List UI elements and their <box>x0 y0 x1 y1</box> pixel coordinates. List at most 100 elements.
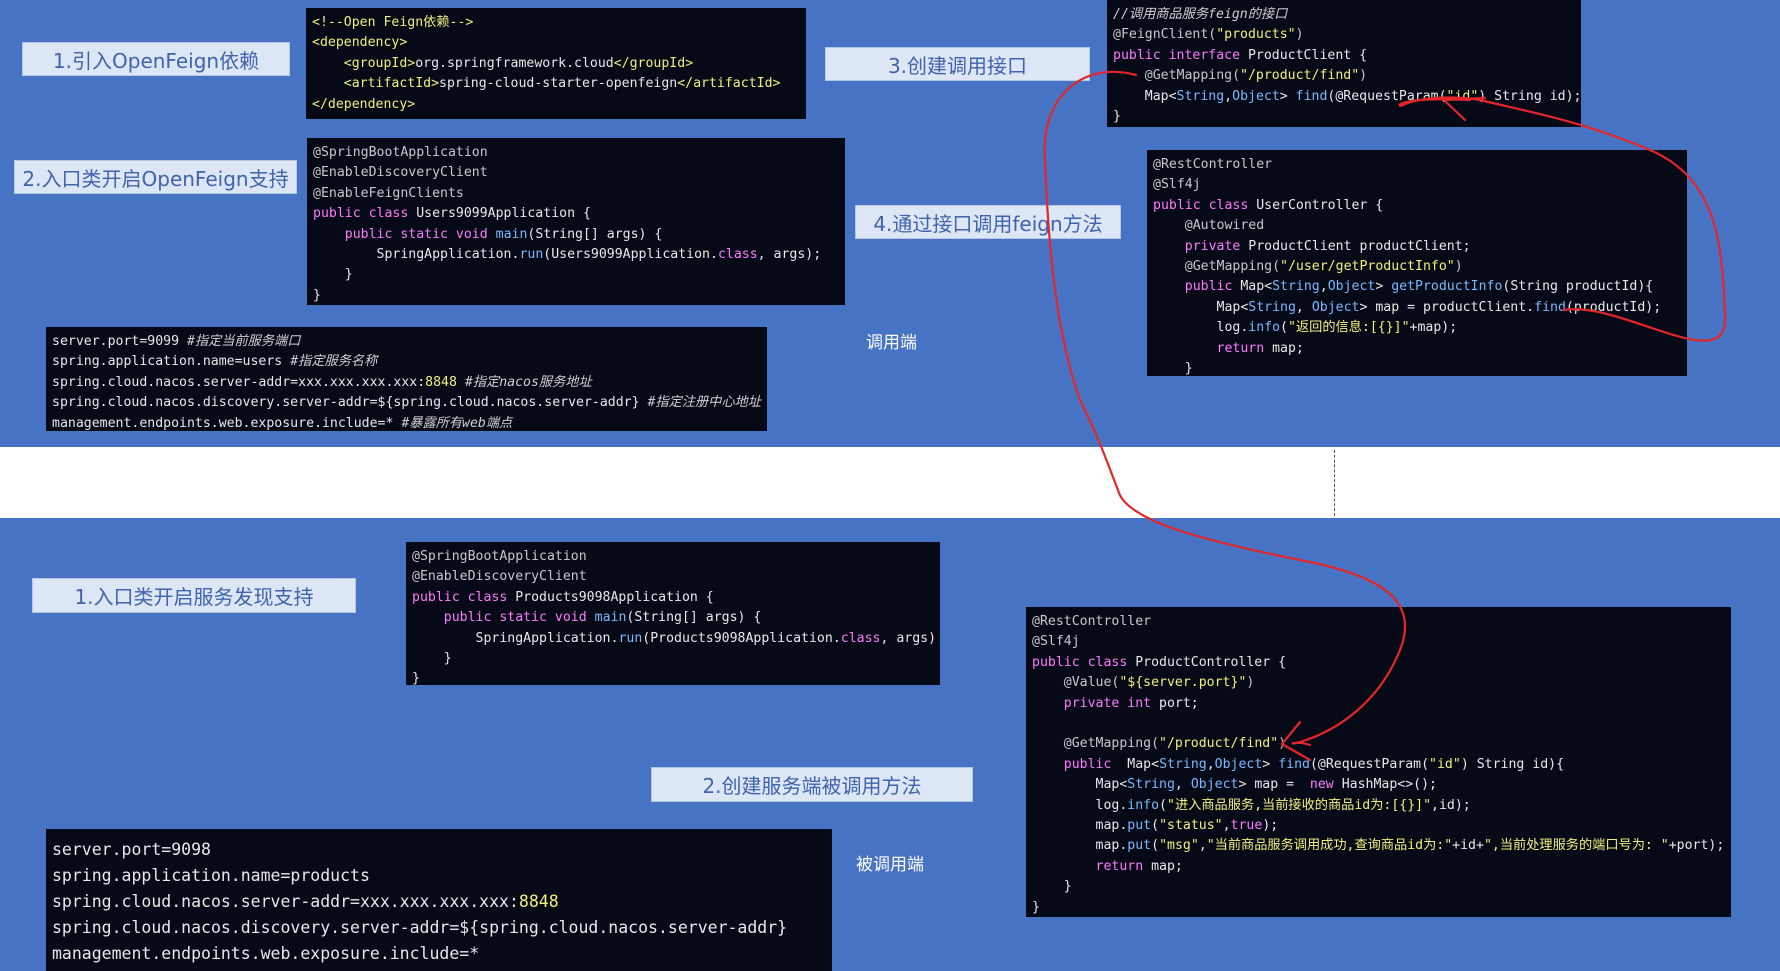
code-token: Object <box>1190 777 1239 793</box>
code-token: +id+ <box>1452 838 1484 854</box>
code-token: , <box>1222 818 1231 834</box>
code-token: class <box>840 630 881 646</box>
code-token <box>313 227 345 242</box>
code-token: map. <box>1032 838 1128 854</box>
code-token: "/product/find" <box>1159 736 1279 752</box>
code-token <box>457 375 465 390</box>
code-token: log. <box>1153 320 1249 336</box>
code-line: spring.cloud.nacos.server-addr=xxx.xxx.x… <box>52 373 761 393</box>
code-token: "返回的信息:[{}]" <box>1288 320 1410 336</box>
code-token: , <box>1224 88 1233 104</box>
code-token: find <box>1295 88 1328 104</box>
code-token: //调用商品服务feign的接口 <box>1113 7 1288 22</box>
feign-dependency-code: <!--Open Feign依赖--><dependency> <groupId… <box>306 8 806 119</box>
code-token: #指定服务名称 <box>290 354 378 370</box>
code-token: new <box>1309 777 1342 793</box>
code-token <box>312 76 344 91</box>
code-line: <dependency> <box>312 33 800 53</box>
code-token: String <box>1176 88 1225 104</box>
code-line: private int port; <box>1032 694 1725 714</box>
code-token: @SpringBootApplication <box>412 549 587 564</box>
code-token: public class <box>1153 197 1257 213</box>
code-token <box>1032 757 1064 772</box>
code-token: private int <box>1063 695 1160 711</box>
code-token: spring.application.name=users <box>52 354 291 370</box>
code-line: @Autowired <box>1153 216 1681 236</box>
code-token: Products9098Application { <box>515 589 714 605</box>
code-token: log. <box>1032 797 1128 813</box>
code-token: Object <box>1232 88 1280 104</box>
code-line: SpringApplication.run(Users9099Applicati… <box>313 245 839 265</box>
code-token: } <box>313 287 321 303</box>
code-token <box>1153 239 1185 254</box>
users-properties-code: server.port=9099 #指定当前服务端口 spring.applica… <box>46 327 767 431</box>
code-token: return <box>1095 858 1152 874</box>
code-line: public class Users9099Application { <box>313 204 839 224</box>
code-line: } <box>412 649 934 669</box>
product-client-code: //调用商品服务feign的接口 @FeignClient("products")… <box>1107 0 1581 127</box>
code-token: > <box>1375 279 1392 295</box>
code-line: log.info("进入商品服务,当前接收的商品id为:[{}]",id); <box>1032 796 1725 816</box>
code-token: "进入商品服务,当前接收的商品id为:[{}]" <box>1167 797 1432 813</box>
code-token: (String productId){ <box>1502 279 1654 295</box>
code-token <box>1032 675 1064 690</box>
code-line: @EnableDiscoveryClient <box>412 567 934 587</box>
code-token: </groupId> <box>613 55 694 71</box>
code-token: server.port=9098 <box>52 840 211 859</box>
code-token: +map); <box>1409 320 1458 336</box>
code-token <box>1153 341 1217 356</box>
code-token: ) <box>1246 675 1255 691</box>
code-line: } <box>1032 877 1725 897</box>
code-line: <groupId>org.springframework.cloud</grou… <box>312 54 800 74</box>
code-token: ,id); <box>1431 797 1471 813</box>
code-line: log.info("返回的信息:[{}]"+map); <box>1153 318 1681 338</box>
code-line: spring.application.name=products <box>52 863 826 889</box>
code-token: } <box>313 267 353 283</box>
code-token: @GetMapping( <box>1184 259 1281 275</box>
code-token: find <box>1534 299 1566 315</box>
code-token: @Value( <box>1063 675 1120 691</box>
code-token: private <box>1184 238 1249 254</box>
code-token: @RestController <box>1032 614 1152 629</box>
code-token: Map< <box>1240 279 1273 295</box>
code-line: @EnableDiscoveryClient <box>313 163 839 183</box>
code-line: Map<String, Object> map = productClient.… <box>1153 298 1681 318</box>
code-line: @SpringBootApplication <box>313 143 839 163</box>
code-line: @Slf4j <box>1153 175 1681 195</box>
code-token: , <box>1198 838 1207 854</box>
code-token: "msg" <box>1159 838 1199 854</box>
caller-label: 调用端 <box>866 333 917 353</box>
code-line: @Slf4j <box>1032 632 1725 652</box>
code-token: UserController { <box>1256 197 1384 213</box>
code-token: ( <box>1159 797 1167 813</box>
code-line: @EnableFeignClients <box>313 184 839 204</box>
code-token <box>1032 736 1064 751</box>
code-line: server.port=9099 #指定当前服务端口 <box>52 332 761 352</box>
code-line: SpringApplication.run(Products9098Applic… <box>412 629 937 649</box>
step2-bottom-label: 2.创建服务端被调用方法 <box>651 767 973 802</box>
code-token: 8848 <box>518 892 559 911</box>
code-token: } <box>412 651 452 667</box>
code-token: > <box>1262 756 1279 772</box>
code-token: ( <box>1280 320 1288 336</box>
code-line: Map<String,Object> find(@RequestParam("i… <box>1113 87 1581 107</box>
code-token: public <box>1184 279 1241 295</box>
code-line: server.port=9098 <box>52 837 826 863</box>
code-token: (Products9098Application. <box>642 630 841 646</box>
code-token: Object <box>1327 279 1376 295</box>
code-token: run <box>519 247 544 263</box>
code-token: public interface <box>1113 47 1248 63</box>
code-line: @Value("${server.port}") <box>1032 673 1725 693</box>
code-token: } <box>1032 899 1040 915</box>
code-token: ) <box>1454 259 1463 275</box>
callee-label: 被调用端 <box>856 855 924 875</box>
code-token <box>412 610 444 625</box>
code-token: put <box>1127 838 1152 854</box>
code-token: #指定当前服务端口 <box>186 334 301 349</box>
code-token: ProductController { <box>1135 654 1287 670</box>
code-token: String <box>1248 299 1296 315</box>
code-line: @FeignClient("products") <box>1113 25 1575 45</box>
code-token: @Slf4j <box>1153 177 1201 193</box>
code-token <box>1032 859 1096 874</box>
